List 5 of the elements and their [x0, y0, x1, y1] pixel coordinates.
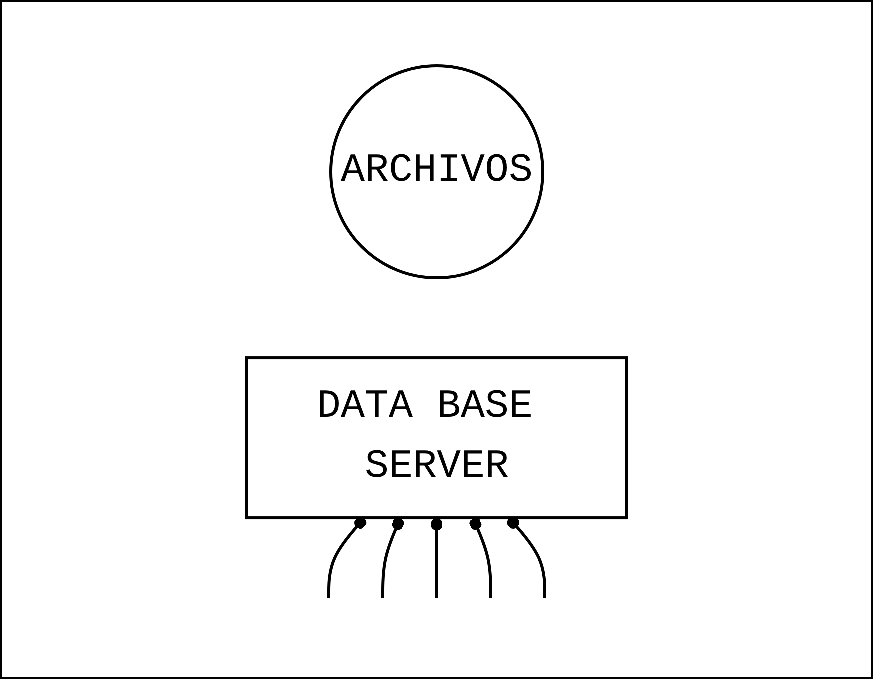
node-circle: ARCHIVOS	[328, 64, 544, 280]
connector	[430, 518, 443, 599]
connector	[381, 518, 404, 599]
connector	[469, 518, 492, 599]
node-box: DATA BASE SERVER	[245, 357, 628, 520]
